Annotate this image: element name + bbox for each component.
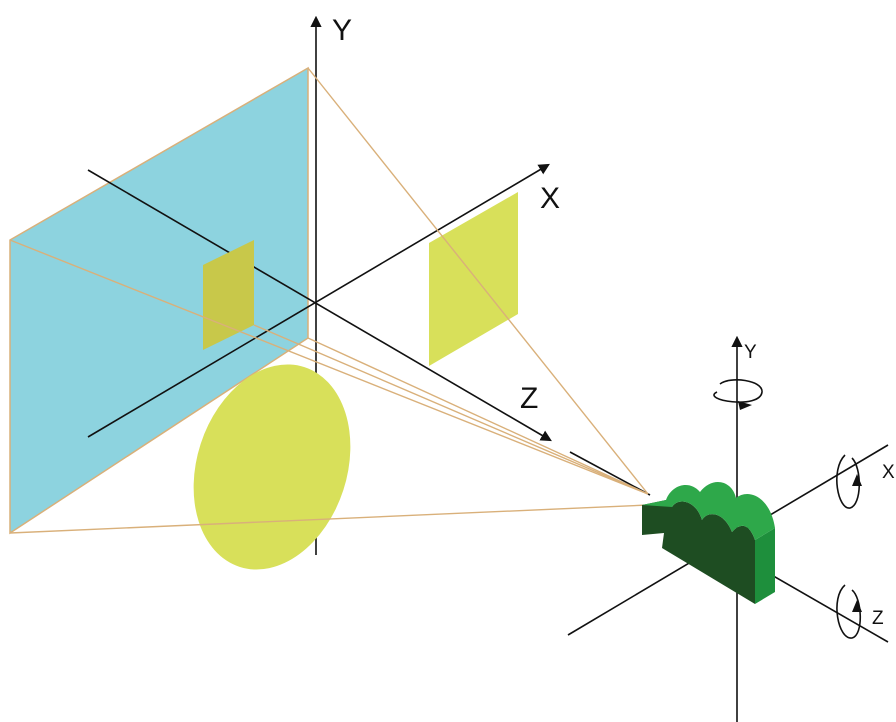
yellow-ellipse xyxy=(193,364,351,570)
camera-y-rotation-arrow xyxy=(713,379,763,403)
camera-top-face xyxy=(642,481,775,540)
camera-z-rotation-head xyxy=(852,600,862,612)
camera-front-face xyxy=(642,500,755,604)
camera-y-rotation-head xyxy=(738,401,752,410)
camera-z-label: Z xyxy=(872,608,884,629)
main-z-axis xyxy=(87,169,552,442)
main-y-label: Y xyxy=(332,14,352,47)
main-x-label: X xyxy=(540,182,560,215)
camera-side-face xyxy=(755,528,775,604)
camera-object xyxy=(642,481,775,604)
object-rectangle xyxy=(429,192,518,366)
main-z-label: Z xyxy=(520,382,538,415)
camera-y-label: Y xyxy=(744,342,757,363)
projector-lines xyxy=(9,67,649,534)
camera-x-rotation-head xyxy=(852,474,862,486)
main-z-axis-extension xyxy=(569,451,651,496)
main-x-axis xyxy=(87,163,550,438)
camera-x-label: X xyxy=(882,462,895,483)
camera-x-rotation-arrow xyxy=(836,454,861,509)
